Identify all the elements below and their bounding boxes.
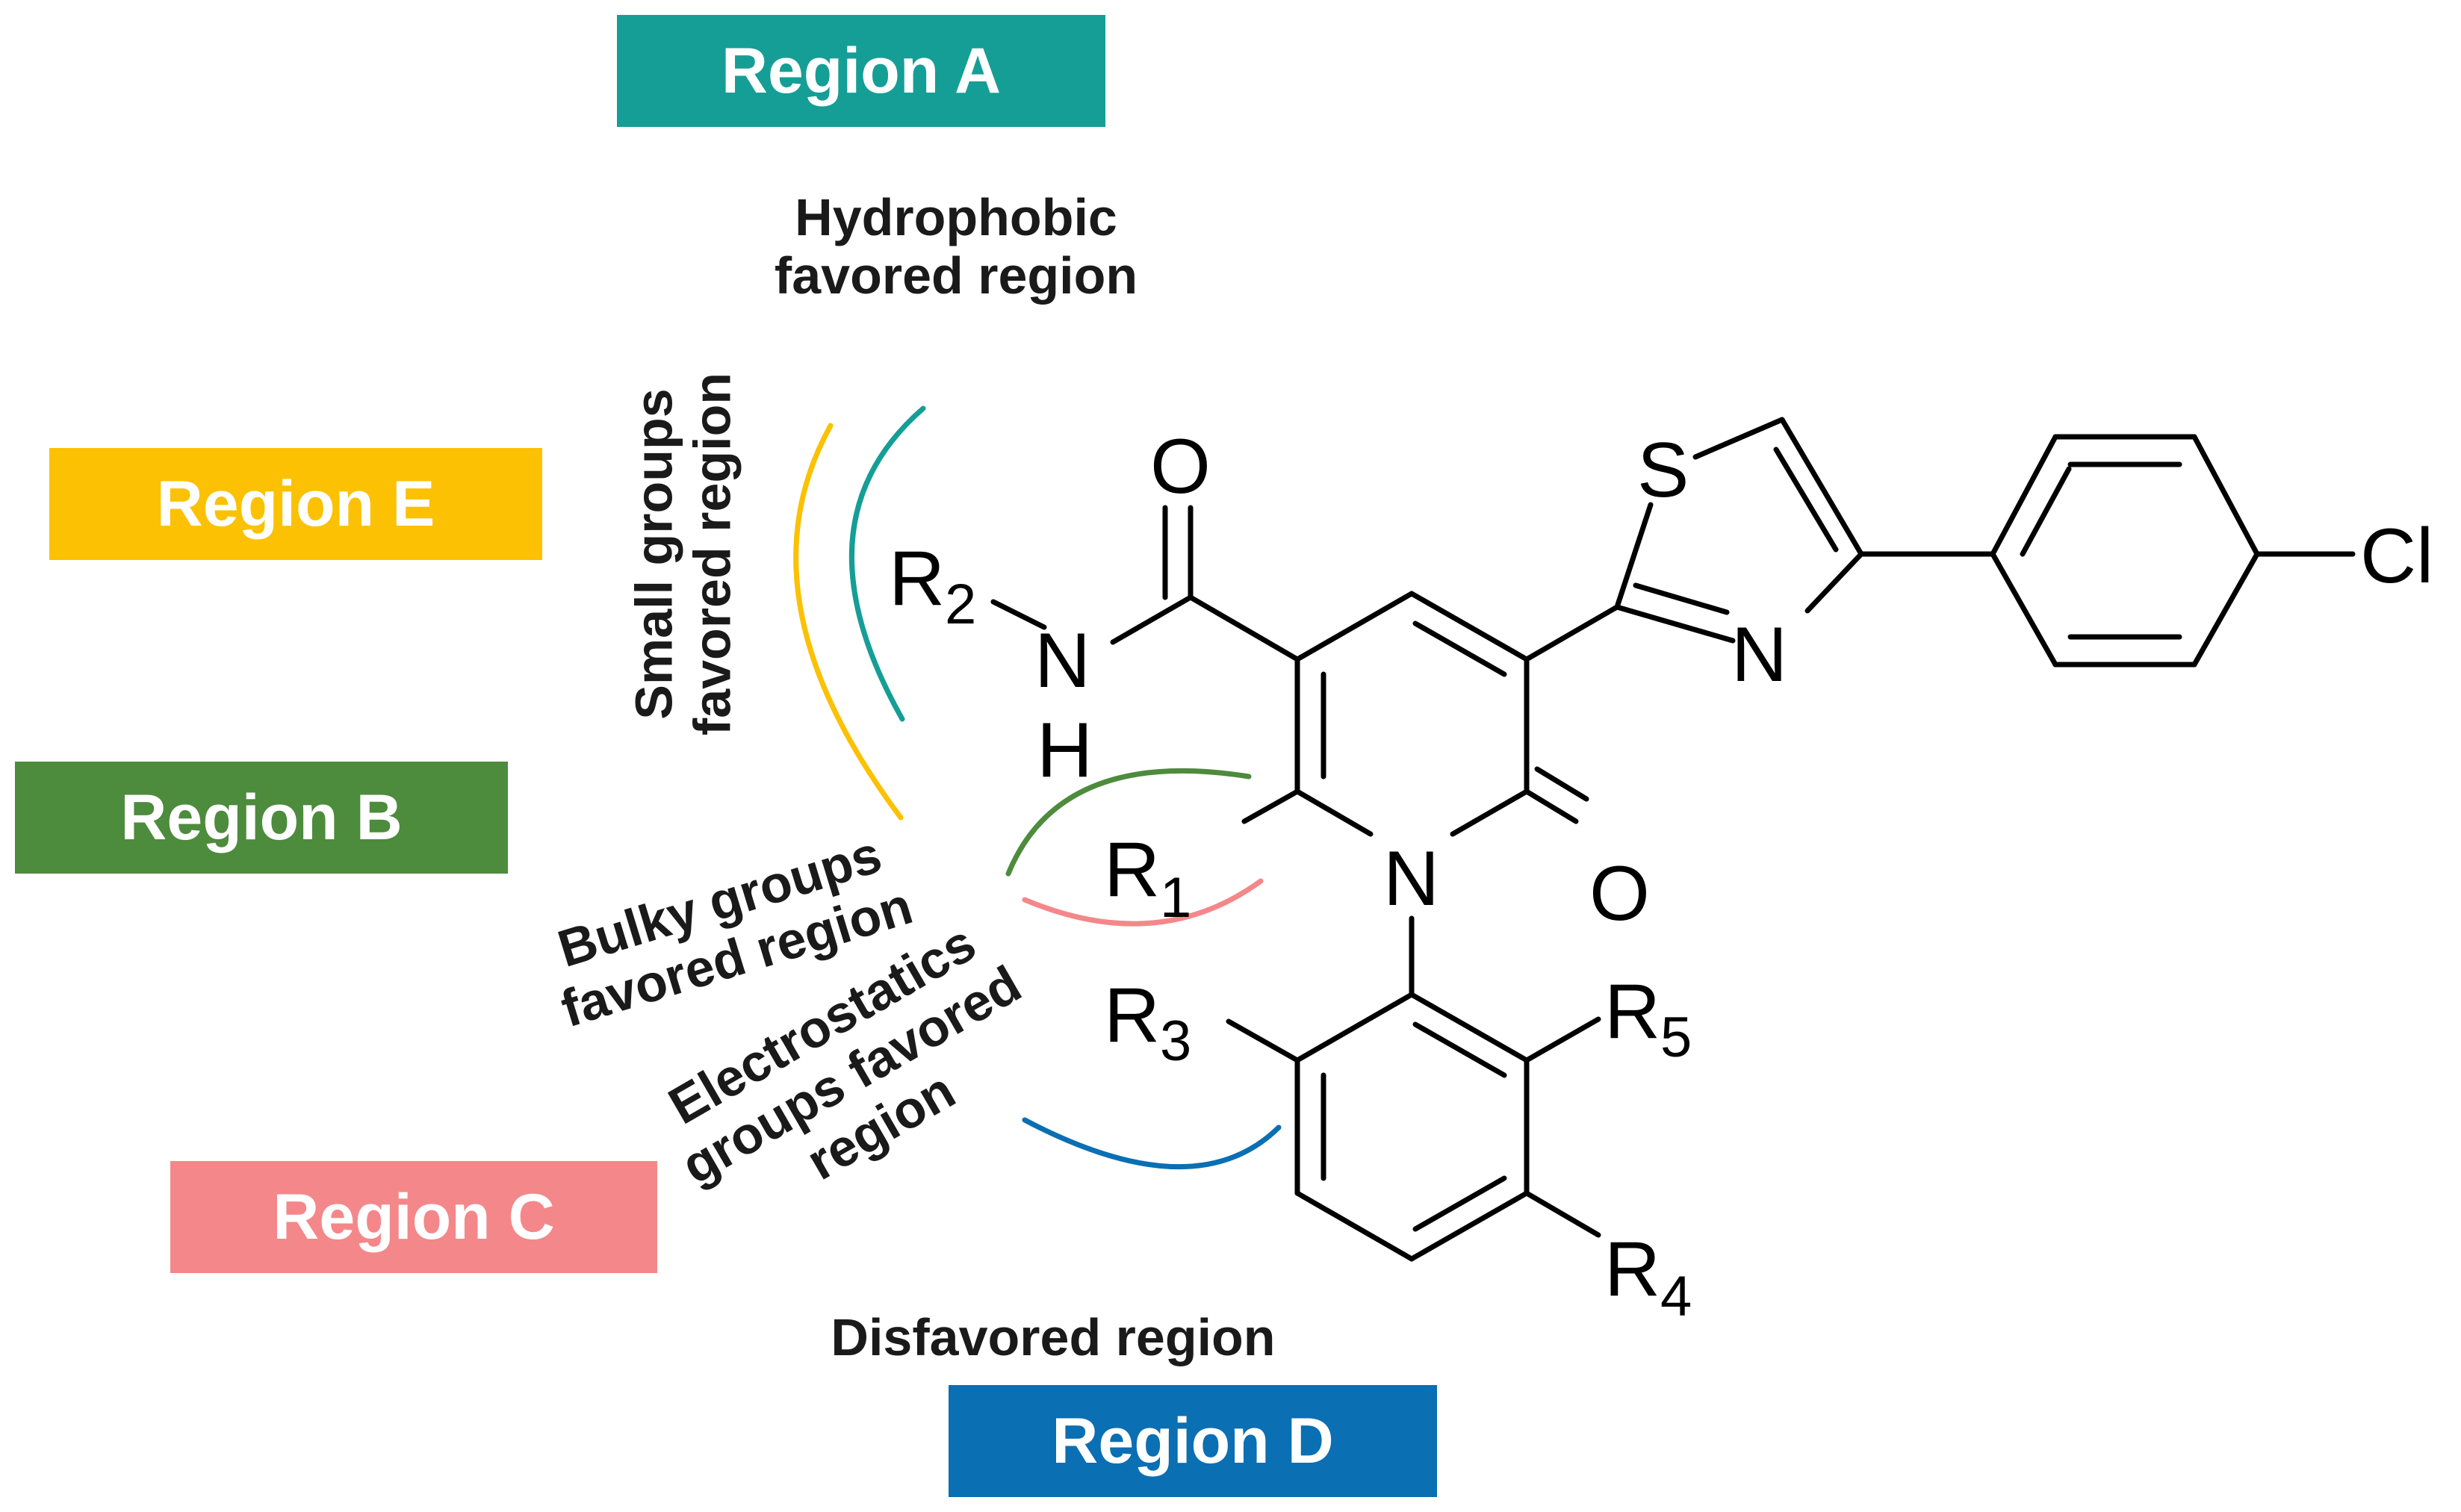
atom-r1-sub: 1 [1160, 866, 1191, 930]
atom-n-amide: N [1034, 617, 1090, 704]
atom-n-ring: N [1383, 836, 1439, 922]
region-c-box: Region C [170, 1161, 657, 1273]
bond-q3-q4 [2191, 434, 2260, 557]
bond-p3-p4-inner [1412, 1175, 1507, 1232]
bond-c5t-c4t-inner [1773, 447, 1839, 553]
bond-c4-c5-inner [1412, 620, 1507, 677]
region-d-label: Region D [1052, 1404, 1334, 1477]
region-a-note-line-1: Hydrophobic [795, 188, 1117, 246]
atom-h-amide: H [1037, 707, 1093, 794]
region-a-label: Region A [721, 34, 1002, 107]
region-d-note: Disfavored region [777, 1308, 1329, 1366]
bond-c4t-n [1804, 551, 1864, 614]
bond-q1-q2 [1990, 434, 2058, 557]
atom-r4: R [1604, 1226, 1660, 1313]
region-b-arc [1005, 768, 1252, 877]
atom-r5-sub: 5 [1660, 1006, 1692, 1069]
region-e-label: Region E [156, 467, 435, 540]
bond-p4-p5 [1294, 1190, 1415, 1262]
atom-r3-sub: 3 [1160, 1009, 1191, 1073]
region-e-arc [793, 423, 904, 821]
region-a-arc [849, 405, 926, 722]
region-e-box: Region E [49, 448, 542, 560]
bond-p1-p2-inner [1412, 1021, 1507, 1078]
bond-n-c2t-inner [1633, 582, 1730, 615]
region-d-box: Region D [949, 1385, 1437, 1497]
atom-o-keto: O [1589, 850, 1650, 937]
atom-r4-sub: 4 [1660, 1265, 1692, 1328]
atom-cl: Cl [2360, 513, 2433, 600]
atom-s-thiazole: S [1637, 427, 1689, 514]
bond-c6-o-double [1534, 766, 1589, 802]
bond-p2-r5 [1524, 1016, 1601, 1063]
atom-n-thiazole: N [1731, 612, 1787, 698]
bond-p3-r4 [1524, 1190, 1601, 1238]
region-a-note-line-2: favored region [774, 246, 1138, 305]
bond-c5t-c4t [1779, 417, 1864, 557]
atom-r1: R [1104, 827, 1160, 913]
region-d-note-line-1: Disfavored region [831, 1308, 1276, 1366]
bond-camide-n [1110, 594, 1194, 645]
bond-p3-p4 [1409, 1190, 1530, 1262]
bond-c2-r1 [1241, 788, 1300, 824]
bond-q1-q2-inner [2020, 466, 2072, 557]
bond-s-c5t [1692, 417, 1785, 460]
bond-c4-c5 [1409, 591, 1530, 662]
atom-r3: R [1104, 972, 1160, 1059]
bond-c6-o [1524, 788, 1579, 824]
bond-n-c2t [1614, 604, 1736, 644]
atom-r2: R [889, 535, 945, 622]
region-a-note: Hydrophobic favored region [747, 188, 1165, 305]
bond-c2t-s [1614, 502, 1654, 610]
region-d-arc [1022, 1117, 1282, 1169]
bond-p6-r3 [1226, 1018, 1300, 1063]
bond-c6-n1 [1450, 788, 1530, 837]
region-b-label: Region B [120, 781, 403, 853]
bond-n-r2 [990, 599, 1047, 630]
region-c-label: Region C [273, 1180, 555, 1253]
bond-q6-q1 [1990, 551, 2058, 668]
atom-r5: R [1604, 968, 1660, 1055]
bond-n1-c2 [1294, 788, 1374, 837]
bond-p6-p1 [1294, 992, 1415, 1063]
bond-q4-q5 [2191, 551, 2260, 668]
region-a-box: Region A [617, 15, 1105, 127]
bond-c5-thiazole [1524, 604, 1620, 662]
region-c-arc [1022, 878, 1264, 927]
bond-p1-p2 [1409, 992, 1530, 1063]
region-b-box: Region B [15, 762, 508, 874]
bond-c3-camide [1188, 594, 1300, 662]
atom-r2-sub: 2 [945, 573, 976, 636]
atom-o-amide: O [1150, 423, 1211, 510]
bond-c3-c4 [1294, 591, 1415, 662]
